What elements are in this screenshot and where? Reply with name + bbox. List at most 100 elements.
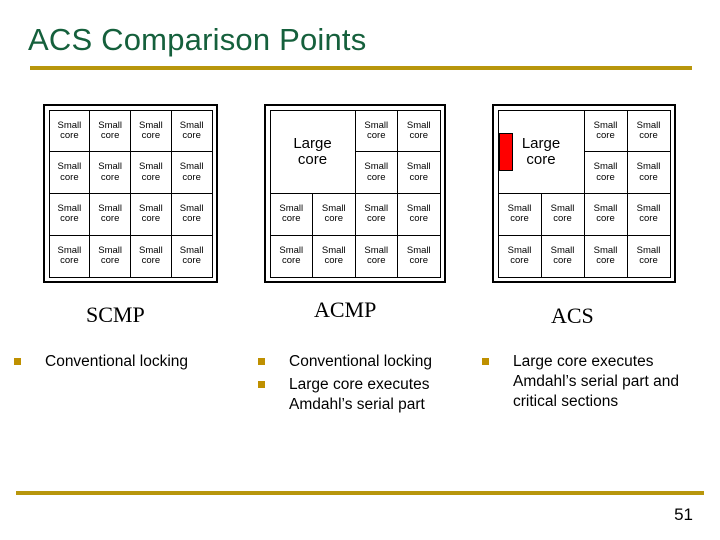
core-label-line2: core <box>367 213 386 225</box>
small-core-cell: Small core <box>626 234 671 278</box>
small-core-cell: Small core <box>583 193 628 236</box>
core-label-line2: core <box>526 150 556 168</box>
core-label-line2: core <box>367 255 386 267</box>
caption-acs: ACS <box>551 303 594 328</box>
core-label-line1: Large <box>293 134 332 152</box>
core-label-line2: core <box>60 129 79 141</box>
small-core-cell: Small core <box>89 151 131 194</box>
core-label-line2: core <box>367 171 386 183</box>
core-label-line1: Small <box>593 161 618 173</box>
core-label-line1: Small <box>550 203 575 215</box>
small-core-cell: Small core <box>312 234 356 278</box>
small-core-cell: Small core <box>312 193 356 236</box>
core-label-line1: Small <box>364 203 389 215</box>
core-label-line1: Small <box>57 203 82 215</box>
core-label-line1: Small <box>98 244 122 256</box>
core-label-line2: core <box>409 213 428 225</box>
core-label-line2: core <box>639 171 658 183</box>
small-core-cell: Small core <box>626 193 671 236</box>
small-core-cell: Small core <box>626 109 671 153</box>
core-label-line1: Small <box>179 244 204 256</box>
core-label-line1: Small <box>138 161 163 173</box>
core-label-line2: core <box>324 213 343 225</box>
core-label-line2: core <box>282 213 301 225</box>
small-core-cell: Small core <box>89 193 131 236</box>
core-label-line2: core <box>60 255 79 267</box>
core-label-line2: core <box>510 213 529 225</box>
small-core-cell: Small core <box>497 193 542 236</box>
core-label-line2: core <box>141 129 161 141</box>
list-item: Large core executes Amdahl’s serial part <box>258 375 496 415</box>
small-core-cell: Small core <box>354 109 398 153</box>
small-core-cell: Small core <box>130 193 172 236</box>
core-label-line1: Small <box>179 203 204 215</box>
core-label-line1: Small <box>406 203 431 215</box>
core-label-line1: Small <box>279 203 304 215</box>
critical-section-marker <box>498 132 513 171</box>
core-label-line2: core <box>141 171 161 183</box>
core-label-line2: core <box>282 255 301 267</box>
core-label-line2: core <box>510 255 529 267</box>
small-core-cell: Small core <box>583 109 628 153</box>
core-label-line2: core <box>409 255 428 267</box>
small-core-cell: Small core <box>48 151 91 194</box>
core-label-line2: core <box>60 213 79 225</box>
bullet-column-acmp: Conventional locking Large core executes… <box>258 352 496 418</box>
core-label-line2: core <box>297 150 328 168</box>
core-label-line2: core <box>182 171 201 183</box>
core-label-line1: Small <box>593 203 618 215</box>
small-core-cell: Small core <box>89 234 131 278</box>
core-label-line2: core <box>596 255 615 267</box>
small-core-cell: Small core <box>583 151 628 194</box>
list-item-label: Large core executes Amdahl’s serial part <box>289 376 430 414</box>
list-item: Large core executes Amdahl’s serial part… <box>482 352 714 412</box>
title-divider <box>30 66 692 70</box>
bullet-column-acs: Large core executes Amdahl’s serial part… <box>482 352 714 415</box>
list-item-label: Large core executes Amdahl’s serial part… <box>513 353 679 411</box>
core-label-line2: core <box>182 255 201 267</box>
list-item: Conventional locking <box>258 352 496 372</box>
core-label-line1: Small <box>57 244 82 256</box>
small-core-cell: Small core <box>48 234 91 278</box>
small-core-cell: Small core <box>354 151 398 194</box>
core-label-line1: Small <box>507 203 532 215</box>
core-label-line2: core <box>141 255 161 267</box>
small-core-cell: Small core <box>626 151 671 194</box>
core-label-line2: core <box>141 213 161 225</box>
core-label-line2: core <box>60 171 79 183</box>
core-label-line2: core <box>596 171 615 183</box>
core-label-line2: core <box>100 213 120 225</box>
core-label-line1: Small <box>138 119 163 131</box>
core-label-line2: core <box>596 129 615 141</box>
core-label-line2: core <box>367 129 386 141</box>
core-label-line1: Small <box>98 161 122 173</box>
square-bullet-icon <box>258 381 265 389</box>
core-label-line2: core <box>182 129 201 141</box>
small-core-cell: Small core <box>269 193 313 236</box>
core-label-line1: Small <box>593 244 618 256</box>
core-label-line1: Small <box>138 244 163 256</box>
large-core-cell: Large core <box>269 109 356 194</box>
caption-acmp: ACMP <box>314 297 377 322</box>
small-core-cell: Small core <box>170 234 213 278</box>
diagram-acs: Large core Small core Small core Small c… <box>492 104 676 283</box>
core-label-line1: Small <box>98 119 122 131</box>
small-core-cell: Small core <box>397 151 441 194</box>
small-core-cell: Small core <box>354 193 398 236</box>
core-label-line1: Small <box>364 161 389 173</box>
page-title: ACS Comparison Points <box>28 22 367 57</box>
core-label-line1: Small <box>179 161 204 173</box>
small-core-cell: Small core <box>497 234 542 278</box>
core-label-line1: Small <box>57 119 82 131</box>
core-label-line1: Small <box>507 244 532 256</box>
core-label-line1: Small <box>364 119 389 131</box>
core-label-line1: Small <box>279 244 304 256</box>
diagram-acmp: Large core Small core Small core Small c… <box>264 104 446 283</box>
footer-divider <box>16 491 704 495</box>
core-label-line1: Large <box>521 134 561 152</box>
square-bullet-icon <box>258 358 265 365</box>
core-label-line2: core <box>639 129 658 141</box>
core-label-line1: Small <box>636 119 661 131</box>
small-core-cell: Small core <box>540 234 585 278</box>
core-label-line1: Small <box>321 203 346 215</box>
